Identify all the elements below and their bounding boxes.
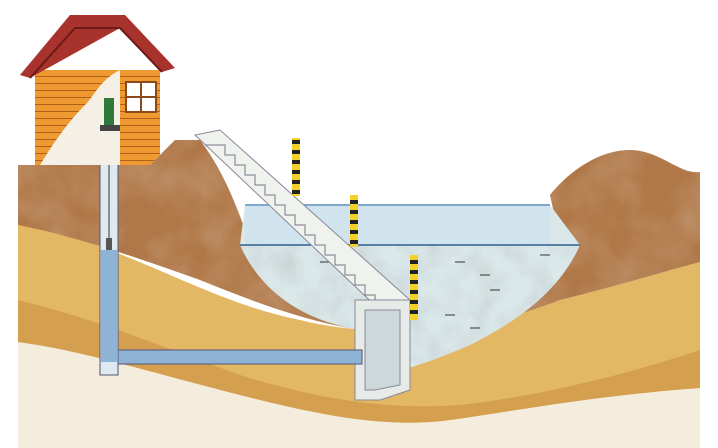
house-roof	[20, 15, 175, 78]
staff-gauge-lower	[410, 255, 418, 320]
gauge-house	[20, 15, 175, 165]
intake-structure	[354, 299, 411, 401]
stilling-well	[99, 129, 119, 376]
intake-pipe	[99, 349, 363, 365]
staff-gauge-upper	[292, 138, 300, 196]
water-level-recorder	[104, 98, 114, 130]
staff-gauge-middle	[350, 195, 358, 247]
